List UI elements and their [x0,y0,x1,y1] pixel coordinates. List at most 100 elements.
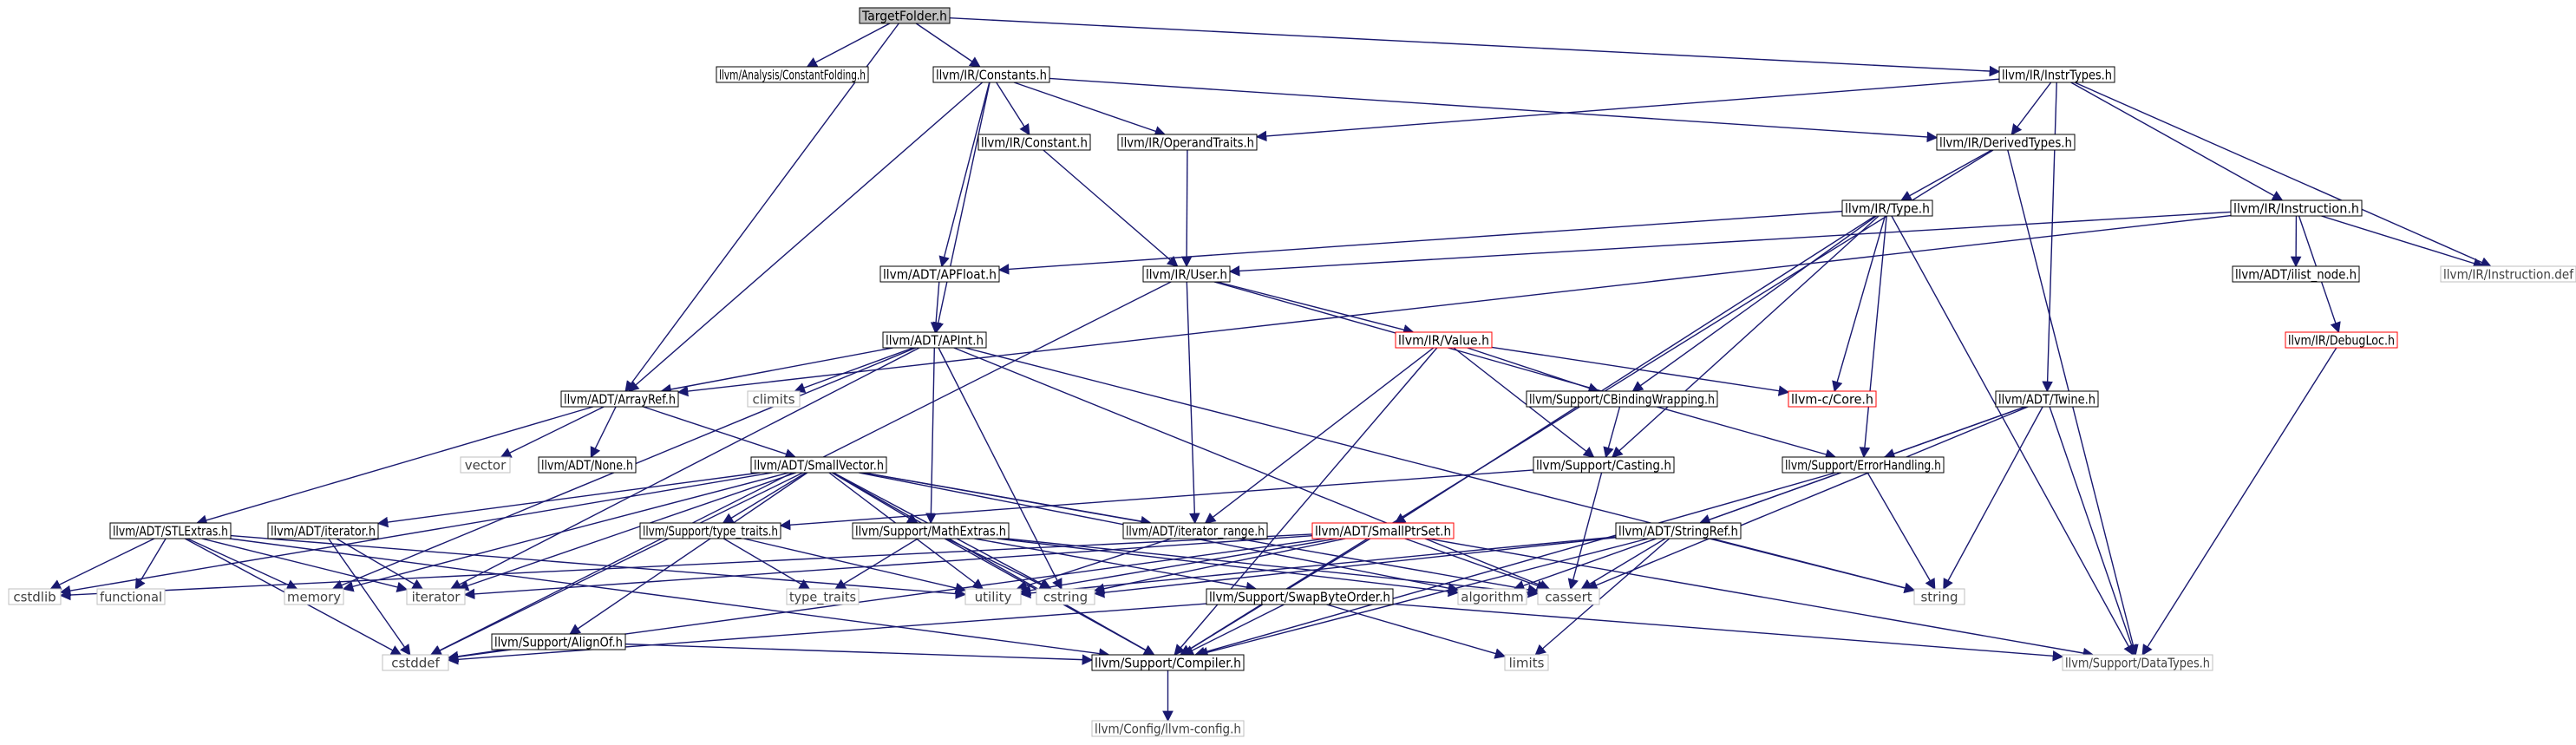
node-compiler[interactable]: llvm/Support/Compiler.h [1091,654,1245,671]
edge-apint-to-iterator [449,347,920,590]
edge-mathextras-to-swapbyteorder [974,538,1258,593]
node-operandtraits[interactable]: llvm/IR/OperandTraits.h [1117,134,1258,151]
node-none[interactable]: llvm/ADT/None.h [538,456,637,474]
node-box [460,456,511,474]
node-stringref[interactable]: llvm/ADT/StringRef.h [1615,522,1742,539]
edge-targetfolder-to-constants [915,23,981,68]
node-instrtypes[interactable]: llvm/IR/InstrTypes.h [1998,66,2115,83]
edge-stringref-to-limits [1534,538,1670,656]
edge-typetraitsh-to-utility [743,538,967,594]
edge-constants-to-operandtraits [1013,82,1167,137]
edge-stlextras-to-functional [134,538,167,591]
edge-layer [49,16,2492,722]
node-box [491,633,626,650]
edge-type-to-casting [1612,215,1880,458]
node-label: llvm/ADT/ArrayRef.h [564,392,676,408]
edge-stringref-to-algorithm [1513,538,1657,591]
edge-targetfolder-to-constantfolding [806,23,891,68]
node-constantfolding[interactable]: llvm/Analysis/ConstantFolding.h [716,66,869,83]
node-string: string [1913,588,1965,605]
node-climits: climits [747,390,801,408]
node-label: llvm/IR/User.h [1146,267,1227,283]
node-apint[interactable]: llvm/ADT/APInt.h [882,331,987,349]
node-box [2232,265,2360,283]
node-cstring: cstring [1036,588,1095,605]
node-constant[interactable]: llvm/IR/Constant.h [977,134,1091,151]
node-stlextras[interactable]: llvm/ADT/STLExtras.h [109,522,232,539]
node-debugloc[interactable]: llvm/IR/DebugLoc.h [2285,331,2398,349]
node-label: llvm/IR/DebugLoc.h [2288,333,2395,349]
node-casting[interactable]: llvm/Support/Casting.h [1533,456,1675,474]
node-box [1998,66,2115,83]
edge-casting-to-cassert [1567,472,1603,591]
node-box [2440,265,2576,283]
node-label: llvm/ADT/APInt.h [886,333,984,349]
edge-mathextras-to-typetraits [834,538,919,590]
edge-smallvector-to-iteratorh [376,472,761,528]
edge-stringref-to-utility [1019,536,1617,599]
node-cbindingwrapping[interactable]: llvm/Support/CBindingWrapping.h [1526,390,1718,408]
node-label: llvm/ADT/STLExtras.h [113,524,228,539]
edge-value-to-cbindingwrapping [1467,347,1599,394]
node-label: llvm/IR/Constant.h [981,135,1088,151]
edge-value-to-iteratorrange [1204,347,1435,524]
node-mathextras[interactable]: llvm/Support/MathExtras.h [852,522,1010,539]
edge-user-to-errorhandling [1213,281,1837,460]
edge-stlextras-to-iterator [201,538,409,593]
node-box [1533,456,1675,474]
node-typetraitsh[interactable]: llvm/Support/type_traits.h [639,522,781,540]
node-alignof[interactable]: llvm/Support/AlignOf.h [491,633,626,650]
edge-instrtypes-to-twine [2042,82,2057,393]
node-constants[interactable]: llvm/IR/Constants.h [932,66,1050,83]
edge-instruction-to-instructiondef [2321,215,2485,269]
edge-instrtypes-to-instructiondef [2074,82,2492,268]
node-box [1526,390,1718,408]
node-label: llvm/Analysis/ConstantFolding.h [719,68,866,83]
edge-twine-to-datatypes [2049,406,2137,657]
node-user[interactable]: llvm/IR/User.h [1142,265,1231,283]
node-instruction[interactable]: llvm/IR/Instruction.h [2230,199,2363,217]
edge-smallvector-to-compiler [832,472,1155,656]
edge-type-to-datatypes [1891,215,2135,657]
node-ilistnode[interactable]: llvm/ADT/ilist_node.h [2232,265,2360,284]
node-smallptrset[interactable]: llvm/ADT/SmallPtrSet.h [1311,522,1455,539]
node-label: llvm/Support/Casting.h [1536,458,1671,474]
node-label: llvm/ADT/APFloat.h [883,267,997,283]
node-value[interactable]: llvm/IR/Value.h [1395,331,1493,349]
node-twine[interactable]: llvm/ADT/Twine.h [1995,390,2099,408]
node-derivedtypes[interactable]: llvm/IR/DerivedTypes.h [1936,134,2076,151]
node-arrayref[interactable]: llvm/ADT/ArrayRef.h [560,390,679,408]
node-errorhandling[interactable]: llvm/Support/ErrorHandling.h [1782,456,1945,474]
node-label: llvm/Support/SwapByteOrder.h [1209,590,1390,605]
node-swapbyteorder[interactable]: llvm/Support/SwapByteOrder.h [1206,588,1394,605]
node-box [932,66,1050,83]
node-core[interactable]: llvm-c/Core.h [1788,390,1877,408]
edge-twine-to-string [1943,406,2043,591]
node-iteratorrange[interactable]: llvm/ADT/iterator_range.h [1122,522,1268,540]
edge-errorhandling-to-string [1867,472,1936,591]
node-label: cstring [1043,590,1088,605]
node-box [267,522,379,539]
node-box [2062,654,2213,671]
node-targetfolder[interactable]: TargetFolder.h [859,7,951,24]
node-label: llvm/Support/DataTypes.h [2065,656,2210,671]
node-box [964,588,1022,605]
node-label: llvm-c/Core.h [1791,392,1873,408]
node-label: llvm/IR/DerivedTypes.h [1939,135,2072,151]
edge-casting-to-typetraitsh [779,469,1534,531]
node-apfloat[interactable]: llvm/ADT/APFloat.h [879,265,1000,283]
node-typetraits: type_traits [786,588,860,606]
node-iteratorh[interactable]: llvm/ADT/iterator.h [267,522,379,539]
node-smallvector[interactable]: llvm/ADT/SmallVector.h [750,456,887,474]
node-box [852,522,1010,539]
node-type[interactable]: llvm/IR/Type.h [1841,199,1933,217]
node-box [1117,134,1258,151]
edge-smallvector-to-typetraitsh [722,472,807,524]
node-box [977,134,1091,151]
edge-smallvector-to-memory [342,472,789,592]
node-box [716,66,869,83]
edge-alignof-to-compiler [624,643,1094,665]
edge-value-to-compiler [1174,347,1438,656]
node-label: llvm/ADT/StringRef.h [1618,524,1738,539]
edge-mathextras-to-algorithm [997,538,1460,598]
